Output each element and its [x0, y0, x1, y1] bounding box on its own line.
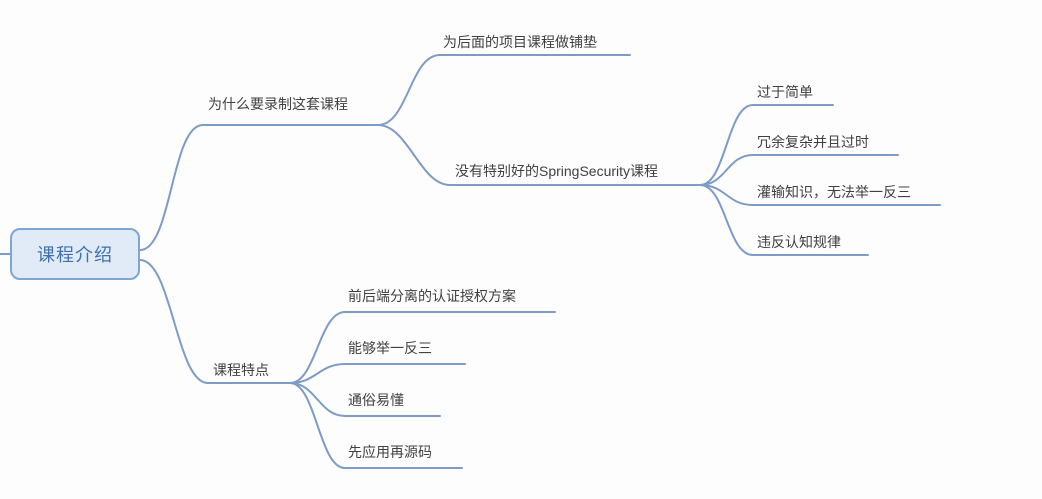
node-application-then-source-code[interactable]: 先应用再源码: [348, 444, 432, 460]
connector-why-pave: [377, 54, 631, 126]
node-able-to-extrapolate[interactable]: 能够举一反三: [348, 340, 432, 356]
connector-features-extrapolate: [289, 363, 466, 384]
node-pave-way-for-project-courses[interactable]: 为后面的项目课程做铺垫: [443, 34, 597, 50]
connector-nogood-redundant: [699, 154, 899, 186]
connector-root-why: [139, 124, 379, 251]
node-easy-to-understand[interactable]: 通俗易懂: [348, 392, 404, 408]
node-rote-knowledge-no-extrapolation[interactable]: 灌输知识，无法举一反三: [757, 184, 911, 200]
node-frontend-backend-auth-scheme[interactable]: 前后端分离的认证授权方案: [348, 288, 516, 304]
root-node-course-intro[interactable]: 课程介绍: [10, 228, 140, 280]
node-violates-cognitive-laws[interactable]: 违反认知规律: [757, 234, 841, 250]
node-redundant-complex-outdated[interactable]: 冗余复杂并且过时: [757, 134, 869, 150]
node-why-record-course[interactable]: 为什么要录制这套课程: [208, 96, 348, 112]
node-no-good-springsecurity-course[interactable]: 没有特别好的SpringSecurity课程: [455, 163, 659, 179]
node-course-features[interactable]: 课程特点: [213, 362, 269, 378]
node-too-simple[interactable]: 过于简单: [757, 84, 813, 100]
root-node-label: 课程介绍: [37, 245, 113, 265]
